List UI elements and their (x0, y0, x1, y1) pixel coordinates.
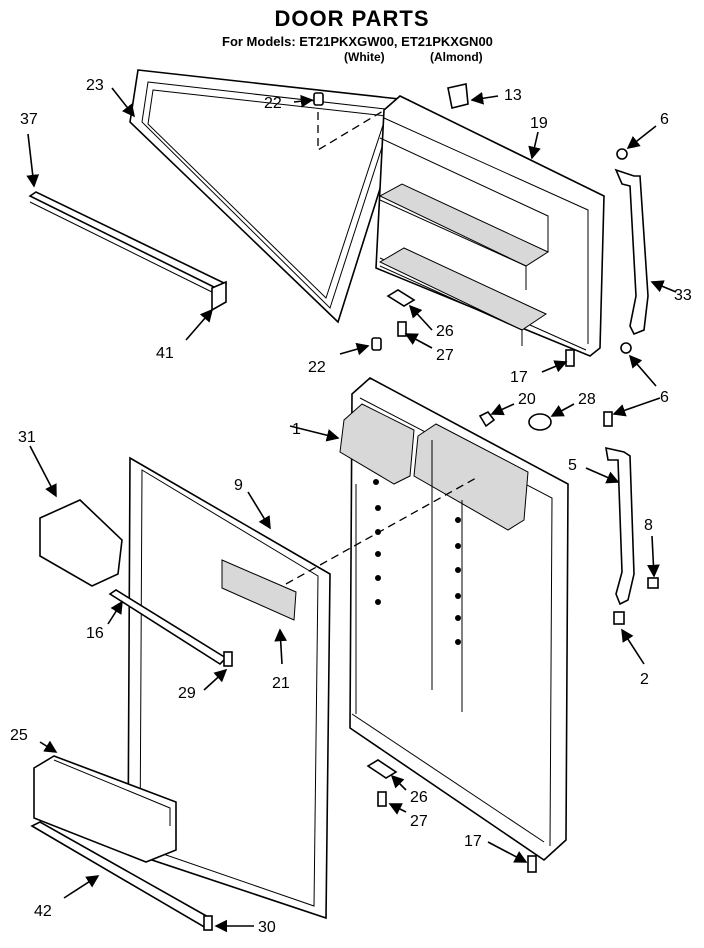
freezer-handle (565, 148, 649, 367)
callout-21: 21 (272, 675, 290, 692)
callout-33: 33 (674, 287, 692, 304)
fresh-food-door-liner (339, 377, 569, 862)
callout-42: 42 (34, 903, 52, 920)
leader-arrows (26, 87, 677, 933)
shelf-retainer-16 (108, 589, 233, 667)
callout-27-upper: 27 (436, 347, 454, 364)
callout-8: 8 (644, 517, 653, 534)
dairy-compartment-31 (39, 499, 123, 587)
callout-25: 25 (10, 727, 28, 744)
callout-17-upper: 17 (510, 369, 528, 386)
callout-22-upper: 22 (264, 95, 282, 112)
callout-9: 9 (234, 477, 243, 494)
callout-13: 13 (504, 87, 522, 104)
callout-28: 28 (578, 391, 596, 408)
callout-22-lower: 22 (308, 359, 326, 376)
callout-26-upper: 26 (436, 323, 454, 340)
variant-almond: (Almond) (430, 50, 483, 64)
plug-22-lower (371, 337, 382, 351)
callout-1: 1 (292, 421, 301, 438)
part-20 (478, 410, 496, 428)
callout-16: 16 (86, 625, 104, 642)
button-28 (528, 413, 552, 431)
callout-2: 2 (640, 671, 649, 688)
callout-31: 31 (18, 429, 36, 446)
callout-5: 5 (568, 457, 577, 474)
variant-white: (White) (344, 50, 385, 64)
callout-26-lower: 26 (410, 789, 428, 806)
clip-30 (203, 915, 213, 931)
fresh-food-door-gasket (127, 456, 331, 920)
callout-37: 37 (20, 111, 38, 128)
page-title: DOOR PARTS (274, 6, 430, 31)
freezer-door-liner (375, 95, 605, 357)
dairy-door-21 (221, 477, 477, 621)
callout-labels: 1 2 5 6 6 8 9 13 16 17 17 19 20 21 22 22… (10, 77, 692, 936)
door-bin-25 (33, 755, 177, 863)
callout-23: 23 (86, 77, 104, 94)
models-line: For Models: ET21PKXGW00, ET21PKXGN00 (222, 34, 493, 49)
callout-27-lower: 27 (410, 813, 428, 830)
callout-19: 19 (530, 115, 548, 132)
callout-17-lower: 17 (464, 833, 482, 850)
callout-20: 20 (518, 391, 536, 408)
plug-22-upper (313, 92, 409, 152)
callout-30: 30 (258, 919, 276, 936)
label-13 (447, 83, 469, 109)
hinge-parts-lower (366, 759, 537, 873)
callout-6-lower: 6 (660, 389, 669, 406)
hinge-parts-upper (386, 289, 416, 337)
fresh-food-handle (603, 411, 659, 625)
callout-41: 41 (156, 345, 174, 362)
callout-6-upper: 6 (660, 111, 669, 128)
callout-29: 29 (178, 685, 196, 702)
door-trim-strip-37 (28, 191, 228, 312)
